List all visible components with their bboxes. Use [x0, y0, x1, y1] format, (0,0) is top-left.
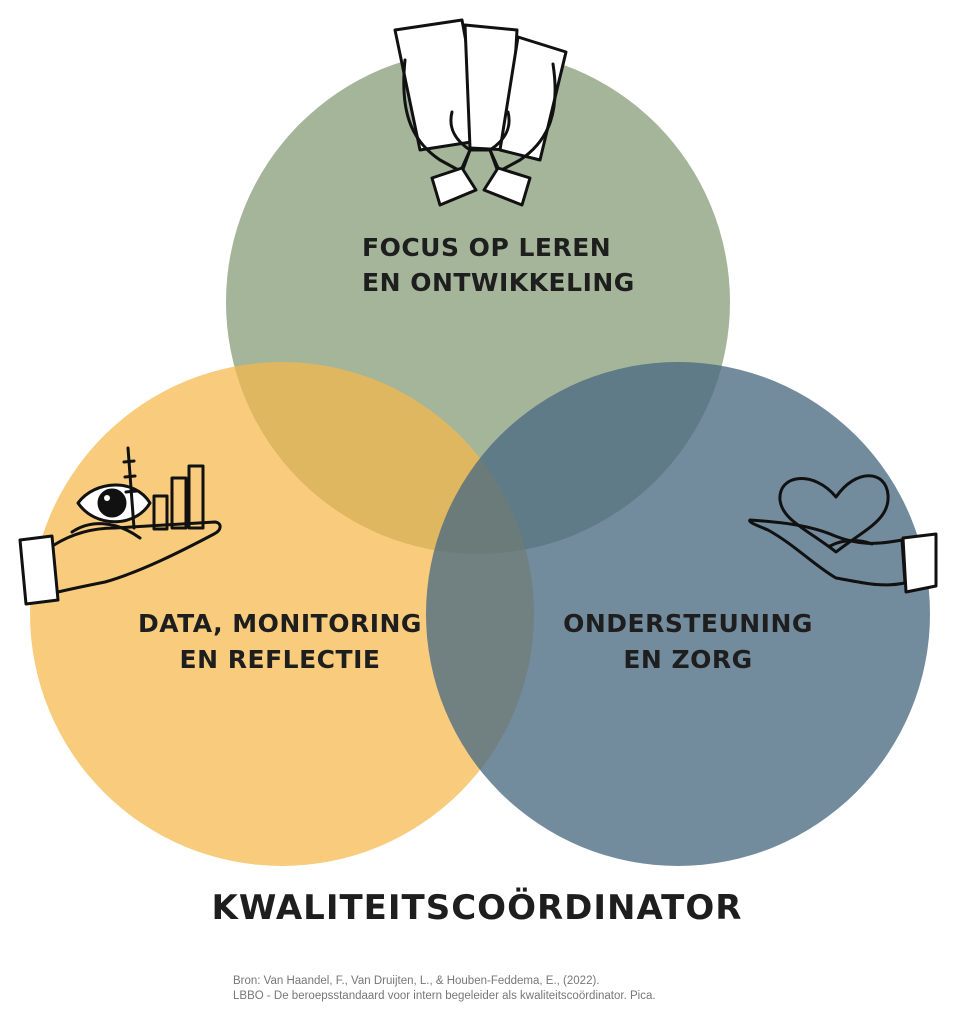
- two-hands-holding-cards-icon: [393, 18, 568, 207]
- hand-holding-heart-icon: [748, 474, 938, 594]
- source-line-1: Bron: Van Haandel, F., Van Druijten, L.,…: [233, 975, 600, 987]
- hand-holding-eye-and-bar-chart-icon: [18, 446, 222, 606]
- source-line-2: LBBO - De beroepsstandaard voor intern b…: [233, 990, 656, 1002]
- venn-diagram: FOCUS OP LEREN EN ONTWIKKELING DATA, MON…: [18, 18, 938, 866]
- label-zorg: EN ZORG: [623, 645, 752, 674]
- circle-data: [30, 362, 534, 866]
- label-data: DATA, MONITORING: [138, 609, 422, 638]
- circle-zorg: [426, 362, 930, 866]
- label-focus: FOCUS OP LEREN: [362, 233, 611, 262]
- source-citation: Bron: Van Haandel, F., Van Druijten, L.,…: [233, 974, 656, 1004]
- diagram-title: KWALITEITSCOÖRDINATOR: [211, 888, 743, 928]
- label-zorg: ONDERSTEUNING: [563, 609, 813, 638]
- label-data: EN REFLECTIE: [180, 645, 381, 674]
- label-focus: EN ONTWIKKELING: [362, 268, 635, 297]
